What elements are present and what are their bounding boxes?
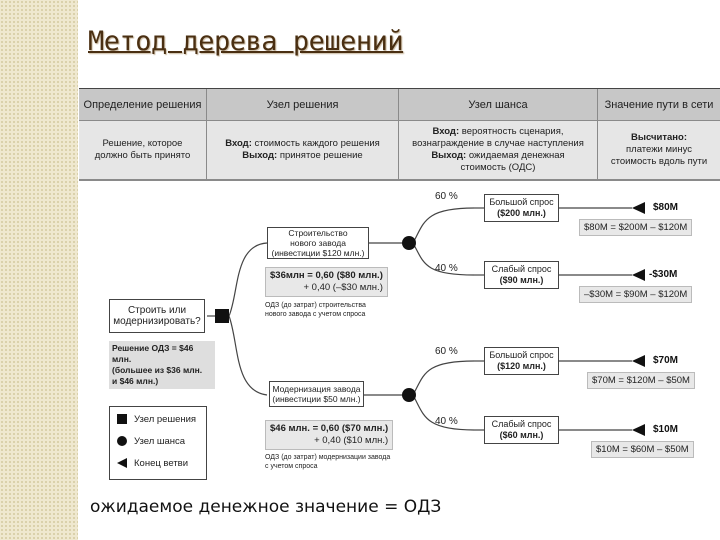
root-line: Строить или xyxy=(127,305,187,316)
outcome-box-1: Большой спрос ($200 млн.) xyxy=(484,194,559,222)
build-line: Строительство xyxy=(288,228,348,238)
upgrade-line: (инвестиции $50 млн.) xyxy=(272,394,361,404)
build-note: ОДЗ (до затрат) строительства нового зав… xyxy=(265,301,366,319)
chance-node-1 xyxy=(402,236,416,250)
upgrade-calc-line: $46 млн. = 0,60 ($70 млн.) xyxy=(270,423,389,434)
end-branch-1 xyxy=(632,202,645,214)
path-calc-3: $70M = $120M – $50M xyxy=(587,372,695,389)
prob-label-1: 60 % xyxy=(435,191,458,202)
prob-label-4: 40 % xyxy=(435,416,458,427)
root-note: Решение ОДЗ = $46 млн. (большее из $36 м… xyxy=(109,341,215,389)
tree-lines xyxy=(207,202,645,436)
path-calc-4: $10M = $60M – $50M xyxy=(591,441,694,458)
prob-label-3: 60 % xyxy=(435,346,458,357)
legend-end: Конец ветви xyxy=(110,453,206,473)
cell-line: стоимость вдоль пути xyxy=(610,156,708,167)
end-value-4: $10M xyxy=(653,424,679,435)
build-line: (инвестиции $120 млн.) xyxy=(271,248,365,258)
cell-line: Выход: ожидаемая денежная xyxy=(431,150,565,161)
cell-chance-node: Вход: вероятность сценария, вознагражден… xyxy=(399,121,598,181)
outcome-line: Слабый спрос xyxy=(491,419,552,429)
header-decision-definition: Определение решения xyxy=(79,89,207,121)
build-note-line: ОДЗ (до затрат) строительства xyxy=(265,302,366,309)
legend-label: Узел шанса xyxy=(134,435,186,447)
slide-title: Метод дерева решений xyxy=(88,26,404,57)
upgrade-note-line: с учетом спроса xyxy=(265,463,318,470)
cell-line: Вход: вероятность сценария, xyxy=(432,126,564,137)
build-calc-line: $36млн = 0,60 ($80 млн.) xyxy=(270,270,383,281)
header-decision-node: Узел решения xyxy=(207,89,399,121)
path-calc-2: –$30M = $90M – $120M xyxy=(579,286,693,303)
cell-text: должно быть принято xyxy=(94,150,191,161)
header-path-value: Значение пути в сети xyxy=(598,89,720,121)
decision-tree: Строить или модернизировать? Решение ОДЗ… xyxy=(79,183,720,495)
build-calc: $36млн = 0,60 ($80 млн.) + 0,40 (–$30 мл… xyxy=(265,267,388,297)
cell-line: стоимость (ОДС) xyxy=(460,162,536,173)
upgrade-option-box: Модернизация завода (инвестиции $50 млн.… xyxy=(269,381,364,407)
outcome-box-4: Слабый спрос ($60 млн.) xyxy=(484,416,559,444)
cell-decision-node: Вход: стоимость каждого решения Выход: п… xyxy=(207,121,399,181)
legend: Узел решения Узел шанса Конец ветви xyxy=(109,406,207,480)
upgrade-calc-line: + 0,40 ($10 млн.) xyxy=(314,435,389,446)
prob-label-2: 40 % xyxy=(435,263,458,274)
root-note-line: Решение ОДЗ = $46 млн. xyxy=(112,343,194,364)
cell-line: Выход: принятое решение xyxy=(242,150,363,161)
end-branch-4 xyxy=(632,424,645,436)
build-line: нового завода xyxy=(290,238,346,248)
header-chance-node: Узел шанса xyxy=(399,89,598,121)
cell-path-value: Высчитано: платежи минус стоимость вдоль… xyxy=(598,121,720,181)
end-branch-2 xyxy=(632,269,645,281)
cell-line: платежи минус xyxy=(626,144,692,155)
outcome-line: Слабый спрос xyxy=(491,264,552,274)
outcome-line: ($120 млн.) xyxy=(497,361,546,371)
upgrade-note: ОДЗ (до затрат) модернизации завода с уч… xyxy=(265,453,390,471)
legend-chance: Узел шанса xyxy=(110,431,206,451)
cell-text: Решение, которое xyxy=(102,138,183,149)
legend-decision: Узел решения xyxy=(110,409,206,429)
cell-line: Высчитано: xyxy=(630,132,687,143)
legend-label: Узел решения xyxy=(134,413,197,425)
end-value-2: -$30M xyxy=(649,269,678,280)
cell-line: Вход: стоимость каждого решения xyxy=(225,138,380,149)
end-branch-3 xyxy=(632,355,645,367)
root-line: модернизировать? xyxy=(113,316,201,327)
end-value-3: $70M xyxy=(653,355,679,366)
path-calc-1: $80M = $200M – $120M xyxy=(579,219,693,236)
outcome-line: ($200 млн.) xyxy=(497,208,546,218)
build-option-box: Строительство нового завода (инвестиции … xyxy=(267,227,369,259)
cell-line: вознаграждение в случае наступления xyxy=(412,138,584,149)
circle-icon xyxy=(116,436,128,446)
upgrade-calc: $46 млн. = 0,60 ($70 млн.) + 0,40 ($10 м… xyxy=(265,420,394,450)
outcome-box-3: Большой спрос ($120 млн.) xyxy=(484,347,559,375)
title-area xyxy=(78,0,720,85)
cell-decision-definition: Решение, которое должно быть принято xyxy=(79,121,207,181)
outcome-box-2: Слабый спрос ($90 млн.) xyxy=(484,261,559,289)
legend-label: Конец ветви xyxy=(134,457,189,469)
outcome-line: ($60 млн.) xyxy=(499,430,544,440)
outcome-line: Большой спрос xyxy=(489,197,554,207)
root-decision-box: Строить или модернизировать? xyxy=(109,299,205,333)
root-note-line: (большее из $36 млн. xyxy=(112,365,203,375)
decision-node-square xyxy=(215,309,229,323)
chance-node-2 xyxy=(402,388,416,402)
build-note-line: нового завода с учетом спроса xyxy=(265,311,366,318)
upgrade-line: Модернизация завода xyxy=(272,384,361,394)
slide-caption: ожидаемое денежное значение = ОДЗ xyxy=(90,497,442,517)
upgrade-note-line: ОДЗ (до затрат) модернизации завода xyxy=(265,454,391,461)
outcome-line: ($90 млн.) xyxy=(499,275,544,285)
square-icon xyxy=(116,414,128,424)
decorative-left-strip xyxy=(0,0,78,540)
outcome-line: Большой спрос xyxy=(489,350,554,360)
triangle-left-icon xyxy=(116,458,128,468)
end-value-1: $80M xyxy=(653,202,679,213)
root-note-line: и $46 млн.) xyxy=(112,376,159,386)
build-calc-line: + 0,40 (–$30 млн.) xyxy=(303,282,383,293)
diagram-panel: Определение решения Узел решения Узел ша… xyxy=(79,88,720,495)
